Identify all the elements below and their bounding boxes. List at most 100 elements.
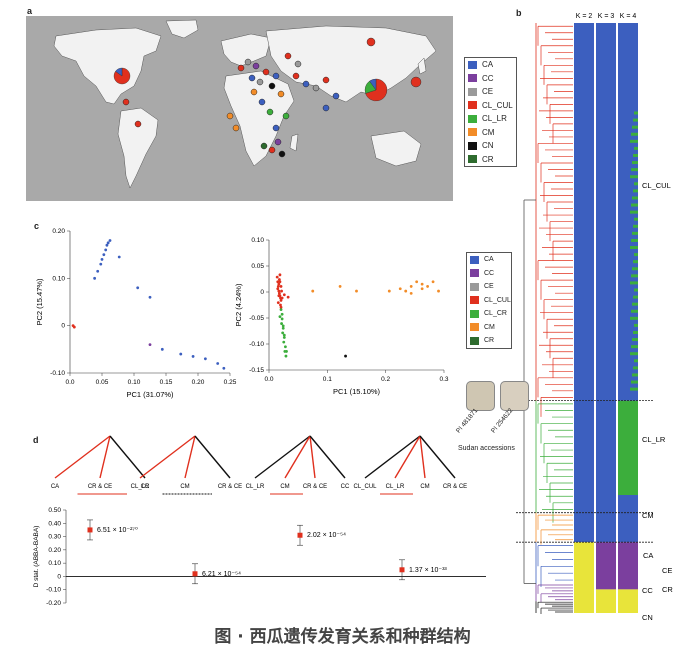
map-marker [312,84,320,92]
x-tick-label: 0.25 [224,379,237,386]
legend-swatch [468,87,477,96]
data-point [280,322,283,325]
admixture-band [632,373,638,377]
data-point [431,280,435,284]
legend-label: CM [482,127,495,137]
topology-tip-label: CC [141,484,150,490]
y-tick-label: -0.10 [50,370,65,377]
data-point [279,303,282,307]
legend-label: CN [482,141,494,151]
seed-image-right [500,381,529,411]
map-marker [268,82,276,90]
admixture-band [630,352,638,356]
tree-edge [419,435,426,479]
topology-tip-label: CL_LR [246,484,265,490]
data-point [409,291,413,295]
data-point [284,354,288,358]
map-marker [250,88,258,96]
y-tick-label: 0.10 [52,275,65,282]
admixture-band [633,118,638,122]
data-point [279,308,283,312]
admixture-band [632,125,638,129]
admixture-band [634,359,638,363]
y-tick-label: -0.15 [249,367,264,374]
data-point [278,273,282,277]
x-axis-label: PC1 (31.07%) [126,390,174,399]
pie-slice [366,37,376,47]
data-point [72,325,76,329]
data-point [93,276,97,280]
data-point [280,296,284,300]
data-point [420,282,424,286]
d-stat-point [87,527,93,533]
data-point [203,357,207,361]
admixture-band [632,231,638,235]
admixture-band [630,175,638,179]
data-point [281,331,285,335]
y-axis-label: PC2 (4.24%) [234,283,243,326]
data-point [277,278,281,281]
data-point [136,286,140,290]
data-point [148,343,152,346]
legend-swatch [468,141,477,150]
legend-label: CR [484,337,495,345]
data-point [179,352,183,356]
legend-item: CE [465,85,516,99]
seed-image-left [466,381,495,411]
data-point [426,285,429,288]
data-point [191,355,195,358]
legend-item: CM [467,321,511,335]
tree-group-label: CR [662,585,673,594]
tree-edge [419,435,456,479]
legend-label: CE [482,87,494,97]
data-point [279,298,283,302]
tree-edge [284,435,311,479]
x-tick-label: 0.0 [65,379,74,386]
topology-tip-label: CL_CUL [353,484,377,490]
p-value-label: 6.51 × 10⁻²⁷⁰ [97,526,138,534]
map-markers [113,37,422,158]
sudan-accessions-label: Sudan accessions [458,445,515,452]
map-marker [332,92,340,100]
y-tick-label: 0 [260,289,264,296]
legend-swatch [468,101,477,110]
data-point [277,289,281,293]
legend-label: CA [482,60,494,70]
admixture-band [631,345,638,349]
admixture-band [630,316,638,320]
legend-item: CM [465,126,516,140]
admixture-band [630,281,638,285]
admixture-band [631,309,638,313]
panel-label-a: a [27,6,33,16]
map-marker [277,90,285,98]
admixture-band [630,210,638,214]
structure-segment [596,542,616,590]
k-label: K = 2 [576,13,593,20]
legend-label: CA [484,256,494,264]
k-label: K = 4 [620,13,637,20]
legend-label: CE [484,283,494,291]
admixture-band [632,302,638,306]
map-marker [248,74,256,82]
data-point [276,287,280,291]
admixture-band [634,288,638,292]
admixture-band [633,295,638,299]
tree-edge [54,435,111,479]
map-marker [262,68,270,76]
data-point [222,366,226,370]
map-marker [272,72,280,80]
admixture-band [633,260,638,264]
structure-segment [618,542,638,590]
admixture-band [633,189,638,193]
admixture-band [634,182,638,186]
admixture-band [630,246,638,250]
map-marker [134,120,142,128]
admixture-band [632,267,638,271]
y-tick-label: -0.10 [46,587,61,594]
map-marker [294,60,302,68]
tree-edge [109,435,146,479]
